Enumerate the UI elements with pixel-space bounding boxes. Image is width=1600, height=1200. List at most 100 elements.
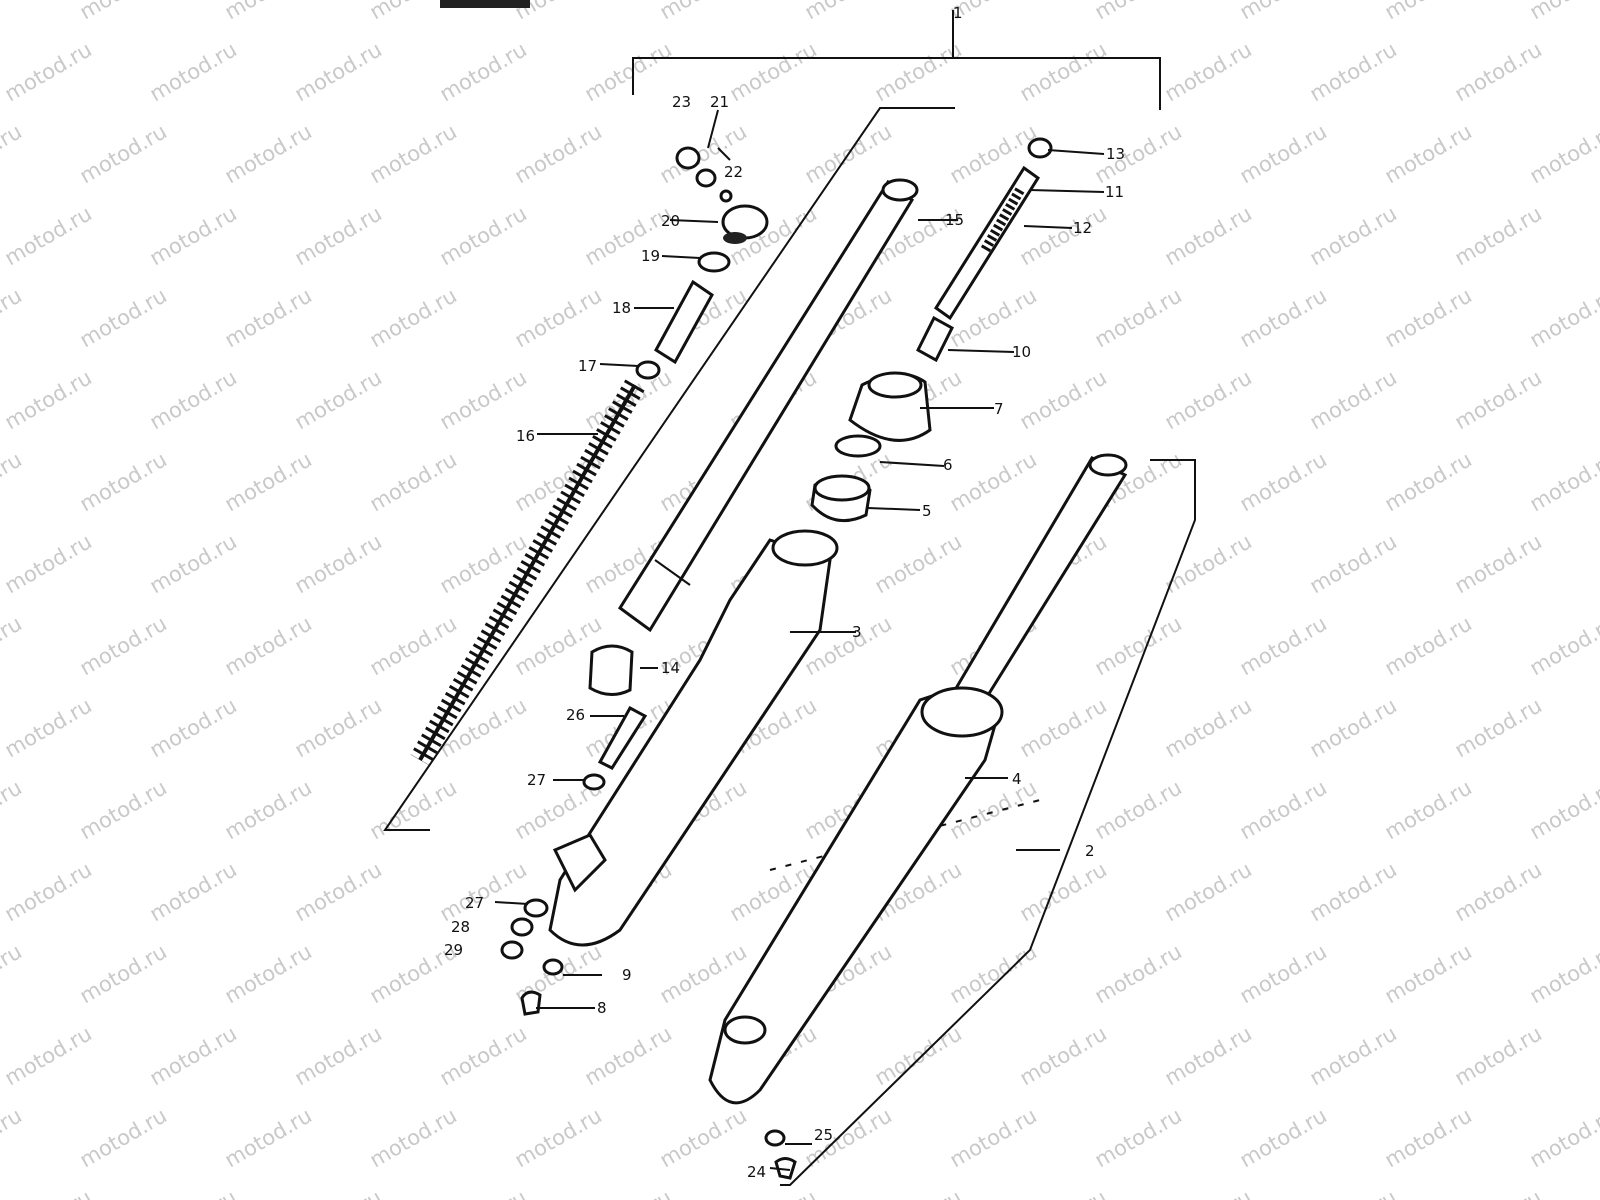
- watermark-text: motod.ru: [1016, 37, 1111, 106]
- drain-bolt-right: [774, 1157, 797, 1180]
- label-part-8: 8: [597, 999, 607, 1017]
- label-part-21: 21: [710, 93, 729, 111]
- watermark-text: motod.ru: [1306, 693, 1401, 762]
- watermark-text: motod.ru: [1381, 119, 1476, 188]
- watermark-text: motod.ru: [1596, 857, 1600, 926]
- valve-cap: [675, 146, 701, 170]
- watermark-text: motod.ru: [946, 939, 1041, 1008]
- label-part-25: 25: [814, 1126, 833, 1144]
- watermark-text: motod.ru: [1451, 37, 1546, 106]
- watermark-text: motod.ru: [291, 201, 386, 270]
- watermark-text: motod.ru: [1016, 201, 1111, 270]
- label-part-4: 4: [1012, 770, 1022, 788]
- watermark-text: motod.ru: [76, 447, 171, 516]
- watermark-text: motod.ru: [1451, 529, 1546, 598]
- label-part-18: 18: [612, 299, 631, 317]
- oil-lock-piece: [588, 644, 634, 696]
- fork-cap-bolt: [721, 204, 769, 244]
- watermark-text: motod.ru: [1306, 857, 1401, 926]
- watermark-text: motod.ru: [1451, 1021, 1546, 1090]
- label-part-23: 23: [672, 93, 691, 111]
- watermark-text: motod.ru: [1236, 0, 1331, 24]
- watermark-text: motod.ru: [221, 1103, 316, 1172]
- label-part-3: 3: [852, 623, 862, 641]
- label-part-19: 19: [641, 247, 660, 265]
- label-part-16: 16: [516, 427, 535, 445]
- watermark-text: motod.ru: [1016, 1021, 1111, 1090]
- watermark-text: motod.ru: [1, 693, 96, 762]
- watermark-text: motod.ru: [726, 37, 821, 106]
- watermark-text: motod.ru: [291, 37, 386, 106]
- leader-lines: [494, 149, 1105, 1171]
- watermark-text: motod.ru: [1016, 1185, 1111, 1200]
- watermark-text: motod.ru: [221, 611, 316, 680]
- watermark-text: motod.ru: [76, 283, 171, 352]
- assembly-bracket-top: [440, 0, 1161, 110]
- watermark-text: motod.ru: [801, 0, 896, 24]
- watermark-text: motod.ru: [146, 529, 241, 598]
- watermark-text: motod.ru: [1161, 529, 1256, 598]
- outer-fork-tube-left: [548, 529, 839, 947]
- label-part-5: 5: [922, 502, 932, 520]
- watermark-text: motod.ru: [1526, 447, 1600, 516]
- air-valve: [695, 168, 717, 188]
- watermark-text: motod.ru: [76, 1103, 171, 1172]
- watermark-text: motod.ru: [1306, 201, 1401, 270]
- watermark-text: motod.ru: [1596, 1185, 1600, 1200]
- left-assembly-bracket: [383, 107, 955, 831]
- watermark-text: motod.ru: [871, 1185, 966, 1200]
- dust-seal: [848, 371, 932, 442]
- label-part-26: 26: [566, 706, 585, 724]
- watermark-text: motod.ru: [1091, 775, 1186, 844]
- watermark-text: motod.ru: [76, 775, 171, 844]
- watermark-text: motod.ru: [1381, 0, 1476, 24]
- watermark-text: motod.ru: [291, 1185, 386, 1200]
- watermark-text: motod.ru: [221, 119, 316, 188]
- watermark-text: motod.ru: [946, 447, 1041, 516]
- label-part-9: 9: [622, 966, 632, 984]
- label-part-10: 10: [1012, 343, 1031, 361]
- watermark-text: motod.ru: [146, 1021, 241, 1090]
- outer-fork-tube-right: [708, 453, 1128, 1105]
- watermark-text: motod.ru: [366, 447, 461, 516]
- drain-bolt: [520, 990, 542, 1016]
- washer-lower: [523, 898, 549, 918]
- watermark-text: motod.ru: [436, 1185, 531, 1200]
- watermark-text: motod.ru: [1526, 939, 1600, 1008]
- watermark-text: motod.ru: [656, 939, 751, 1008]
- label-part-7: 7: [994, 400, 1004, 418]
- watermark-text: motod.ru: [1526, 283, 1600, 352]
- label-part-24: 24: [747, 1163, 766, 1181]
- watermark-text: motod.ru: [1451, 693, 1546, 762]
- drain-gasket-right: [764, 1129, 786, 1147]
- watermark-text: motod.ru: [221, 775, 316, 844]
- watermark-text: motod.ru: [1091, 1103, 1186, 1172]
- label-part-1: 1: [953, 4, 963, 22]
- watermark-text: motod.ru: [1236, 939, 1331, 1008]
- watermark-text: motod.ru: [1161, 37, 1256, 106]
- watermark-text: motod.ru: [1596, 529, 1600, 598]
- watermark-text: motod.ru: [581, 1021, 676, 1090]
- watermark-text: motod.ru: [1381, 447, 1476, 516]
- watermark-text: motod.ru: [1, 37, 96, 106]
- watermark-text: motod.ru: [871, 37, 966, 106]
- watermark-text: motod.ru: [1236, 447, 1331, 516]
- cap-nut: [500, 940, 524, 960]
- watermark-text: motod.ru: [221, 939, 316, 1008]
- watermark-text: motod.ru: [726, 1185, 821, 1200]
- watermark-text: motod.ru: [1161, 365, 1256, 434]
- label-part-2: 2: [1085, 842, 1095, 860]
- watermark-text: motod.ru: [146, 365, 241, 434]
- watermark-text: motod.ru: [0, 611, 26, 680]
- watermark-text: motod.ru: [76, 939, 171, 1008]
- watermark-text: motod.ru: [1381, 939, 1476, 1008]
- drain-gasket: [542, 958, 564, 976]
- watermark-text: motod.ru: [1236, 611, 1331, 680]
- watermark-text: motod.ru: [1306, 37, 1401, 106]
- label-part-12: 12: [1073, 219, 1092, 237]
- watermark-text: motod.ru: [146, 693, 241, 762]
- o-ring: [697, 251, 731, 273]
- watermark-text: motod.ru: [76, 0, 171, 24]
- watermark-text: motod.ru: [221, 283, 316, 352]
